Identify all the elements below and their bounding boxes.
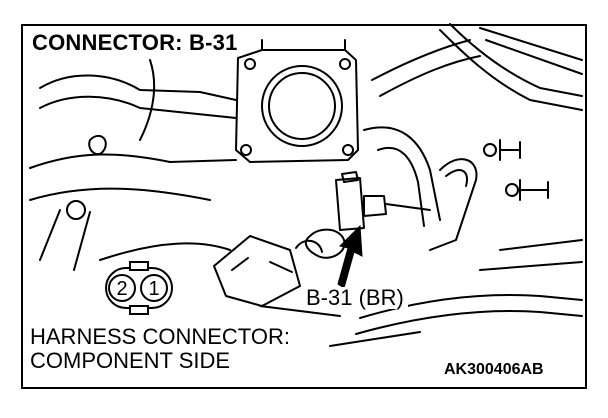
- right-hoses: [363, 23, 583, 251]
- harness-note-line2: COMPONENT SIDE: [30, 348, 231, 373]
- figure-code: AK300406AB: [444, 361, 544, 378]
- lower-bracket: [213, 235, 301, 307]
- harness-note-line1: HARNESS CONNECTOR:: [30, 324, 290, 349]
- connector-arrow: [337, 224, 363, 289]
- connector-pin-2: 2: [116, 278, 128, 300]
- figure-frame: [21, 24, 587, 389]
- harness-leader-line: [329, 331, 421, 347]
- connector-title: CONNECTOR: B-31: [30, 30, 242, 56]
- connector-pin-1: 1: [148, 278, 160, 300]
- lower-hose: [259, 239, 583, 335]
- connector-callout-label: B-31 (BR): [302, 287, 408, 309]
- harness-connector-symbol: [105, 261, 173, 315]
- throttle-body: [235, 39, 359, 163]
- left-engine-parts: [29, 59, 237, 271]
- sensor-component: [295, 171, 431, 259]
